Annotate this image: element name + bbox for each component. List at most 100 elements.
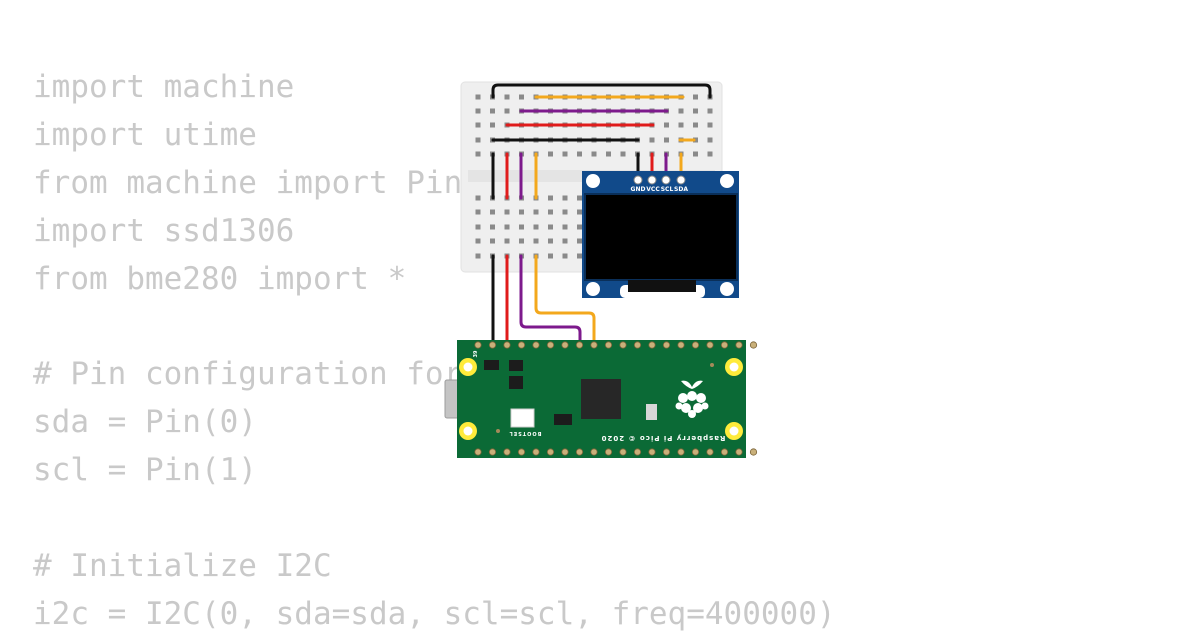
pico-pin (749, 341, 758, 349)
breadboard-hole (519, 94, 524, 100)
breadboard-hole (533, 209, 539, 215)
breadboard-hole (591, 151, 597, 157)
pico-test-pad (496, 429, 500, 433)
oled-mount-hole (586, 282, 600, 296)
pico-pin (749, 448, 758, 456)
pico-pin (532, 448, 540, 456)
pico-pin (677, 448, 685, 456)
pico-pin (677, 341, 685, 349)
pico-pin (488, 341, 497, 349)
bootsel-label: BOOTSEL (509, 430, 542, 436)
pico-pin (546, 448, 555, 456)
pin-number-label: 39 (473, 350, 479, 357)
code-line: import ssd1306 (33, 212, 295, 249)
breadboard-hole (577, 209, 582, 215)
pico-pin (590, 341, 598, 349)
pico-brand-label: Raspberry Pi Pico © 2020 (601, 434, 726, 442)
breadboard-hole (504, 94, 510, 100)
oled-mount-hole (586, 174, 600, 188)
pico-component (509, 360, 523, 371)
breadboard-hole (533, 238, 539, 244)
breadboard-hole (562, 253, 568, 259)
breadboard-jumpers (491, 83, 712, 200)
code-line: sda = Pin(0) (33, 404, 257, 441)
raspberry-pi-logo-icon (675, 380, 709, 418)
pico-pin (590, 448, 598, 456)
pico-pin (706, 341, 714, 349)
breadboard-hole (475, 137, 481, 143)
breadboard-hole (475, 253, 481, 259)
pico-pin (735, 341, 743, 349)
breadboard-hole (475, 238, 481, 244)
breadboard-hole (519, 209, 524, 215)
breadboard-hole (693, 151, 698, 157)
breadboard-hole (693, 94, 698, 100)
breadboard-hole (577, 253, 582, 259)
pico-pin (691, 341, 700, 349)
breadboard-hole (504, 209, 510, 215)
pico-pin (503, 448, 511, 456)
breadboard-hole (678, 108, 684, 114)
pico-pin (648, 448, 656, 456)
pico-test-pad (710, 363, 714, 367)
breadboard-hole (606, 151, 611, 157)
oled-pin-label: VCC (646, 186, 660, 193)
bootsel-button (510, 408, 535, 428)
breadboard-hole (548, 195, 553, 201)
pico-pin (706, 448, 714, 456)
breadboard-hole (577, 151, 582, 157)
pico-wires (491, 254, 596, 351)
code-line: import utime (33, 116, 257, 153)
pico-pin (619, 341, 627, 349)
oled-pin-label: SDA (674, 186, 688, 193)
pico-pin (648, 341, 656, 349)
breadboard-hole (490, 224, 495, 230)
oled-pin-scl (661, 175, 671, 185)
breadboard-hole (475, 94, 481, 100)
breadboard-hole (562, 238, 568, 244)
pico-pin (633, 341, 642, 349)
breadboard-hole (548, 209, 553, 215)
pico-pin (474, 448, 482, 456)
breadboard-hole (519, 224, 524, 230)
pico-component (509, 376, 523, 389)
pico-pin (488, 448, 497, 456)
code-line: import machine (33, 69, 295, 105)
code-line: from bme280 import * (33, 260, 407, 297)
breadboard-hole (490, 122, 495, 128)
breadboard-hole (562, 209, 568, 215)
breadboard-hole (707, 151, 713, 157)
pico-pin-headers (474, 341, 758, 456)
pico-pin (662, 448, 671, 456)
breadboard-hole (519, 238, 524, 244)
breadboard-hole (649, 137, 655, 143)
breadboard-hole (475, 224, 481, 230)
breadboard-hole (707, 122, 713, 128)
breadboard-hole (577, 238, 582, 244)
breadboard-hole (475, 195, 481, 201)
oled-pin-label: SCL (661, 186, 674, 193)
breadboard-hole (490, 209, 495, 215)
pico-mount-hole-center (463, 426, 473, 436)
pico-pin (735, 448, 743, 456)
breadboard-hole (490, 108, 495, 114)
oled-pin-vcc (647, 175, 657, 185)
breadboard-hole (548, 224, 553, 230)
oled-pin-sda (676, 175, 686, 185)
pico-pin (561, 341, 569, 349)
pico-mount-hole-center (729, 426, 739, 436)
breadboard-hole (548, 238, 553, 244)
pico-pin (604, 341, 613, 349)
breadboard-hole (533, 224, 539, 230)
pico-pin (546, 341, 555, 349)
pico-pin (532, 341, 540, 349)
breadboard-hole (620, 151, 626, 157)
breadboard-hole (562, 151, 568, 157)
breadboard-hole (577, 195, 582, 201)
breadboard-hole (562, 224, 568, 230)
oled-mount-hole (720, 282, 734, 296)
pico-scl-wire (519, 254, 582, 351)
pico-pin (633, 448, 642, 456)
